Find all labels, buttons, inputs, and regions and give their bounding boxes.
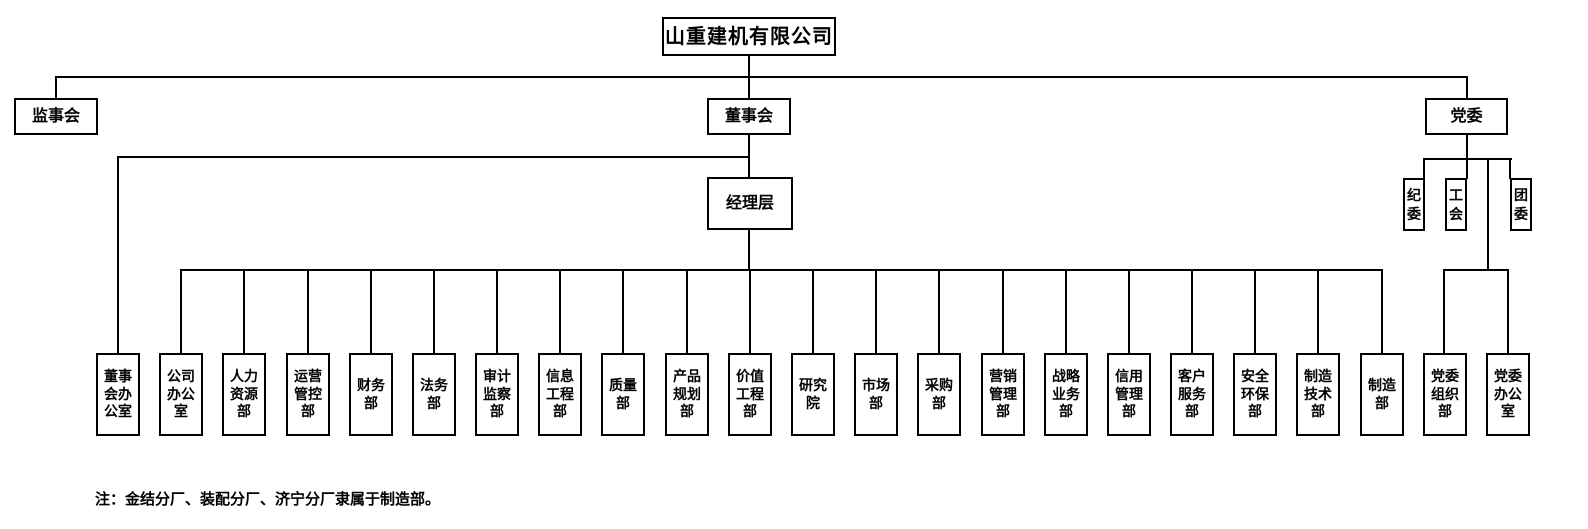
connector-line [55, 76, 57, 99]
department-box: 审计监察部 [475, 353, 519, 436]
party-department-box: 党委办公室 [1486, 353, 1530, 436]
department-box: 制造部 [1360, 353, 1404, 436]
party-committee-box: 党委 [1425, 98, 1508, 135]
connector-line [1317, 269, 1319, 354]
connector-line [370, 269, 372, 354]
connector-line [1443, 269, 1445, 354]
connector-line [1423, 158, 1425, 179]
connector-line [1466, 158, 1468, 179]
connector-line [1065, 269, 1067, 354]
connector-line [117, 156, 119, 354]
department-box: 人力资源部 [222, 353, 266, 436]
connector-line [1466, 134, 1468, 159]
department-box: 研究院 [791, 353, 835, 436]
department-box: 客户服务部 [1170, 353, 1214, 436]
connector-line [622, 269, 624, 354]
connector-line [1443, 269, 1509, 271]
department-box: 信息工程部 [538, 353, 582, 436]
connector-line [875, 269, 877, 354]
department-box: 营销管理部 [981, 353, 1025, 436]
connector-line [559, 269, 561, 354]
department-box: 信用管理部 [1107, 353, 1151, 436]
connector-line [433, 269, 435, 354]
connector-line [1381, 269, 1383, 354]
connector-line [307, 269, 309, 354]
youth-league-box: 团委 [1510, 178, 1532, 231]
department-box: 财务部 [349, 353, 393, 436]
connector-line [117, 156, 750, 158]
connector-line [1487, 158, 1489, 270]
company-name-box: 山重建机有限公司 [662, 17, 836, 56]
connector-line [748, 230, 750, 270]
footnote-text: 注：金结分厂、装配分厂、济宁分厂隶属于制造部。 [95, 491, 441, 508]
department-box: 市场部 [854, 353, 898, 436]
connector-line [180, 269, 182, 354]
department-box: 采购部 [917, 353, 961, 436]
connector-line [1191, 269, 1193, 354]
supervisory-board-box: 监事会 [14, 98, 98, 135]
party-department-box: 党委组织部 [1423, 353, 1467, 436]
connector-line [243, 269, 245, 354]
department-box: 董事会办公室 [96, 353, 140, 436]
department-box: 安全环保部 [1233, 353, 1277, 436]
board-of-directors-box: 董事会 [707, 98, 791, 135]
department-box: 运营管控部 [286, 353, 330, 436]
discipline-committee-box: 纪委 [1403, 178, 1425, 231]
connector-line [812, 269, 814, 354]
connector-line [55, 76, 1468, 78]
connector-line [1128, 269, 1130, 354]
department-box: 产品规划部 [665, 353, 709, 436]
department-box: 价值工程部 [728, 353, 772, 436]
labor-union-box: 工会 [1445, 178, 1467, 231]
department-box: 战略业务部 [1044, 353, 1088, 436]
department-box: 法务部 [412, 353, 456, 436]
connector-line [1466, 76, 1468, 99]
department-box: 质量部 [601, 353, 645, 436]
department-box: 公司办公室 [159, 353, 203, 436]
connector-line [1509, 158, 1511, 179]
connector-line [180, 269, 1383, 271]
management-layer-box: 经理层 [707, 177, 793, 230]
connector-line [1254, 269, 1256, 354]
connector-line [1002, 269, 1004, 354]
connector-line [686, 269, 688, 354]
department-box: 制造技术部 [1296, 353, 1340, 436]
connector-line [1507, 269, 1509, 354]
connector-line [749, 269, 751, 354]
connector-line [496, 269, 498, 354]
connector-line [938, 269, 940, 354]
